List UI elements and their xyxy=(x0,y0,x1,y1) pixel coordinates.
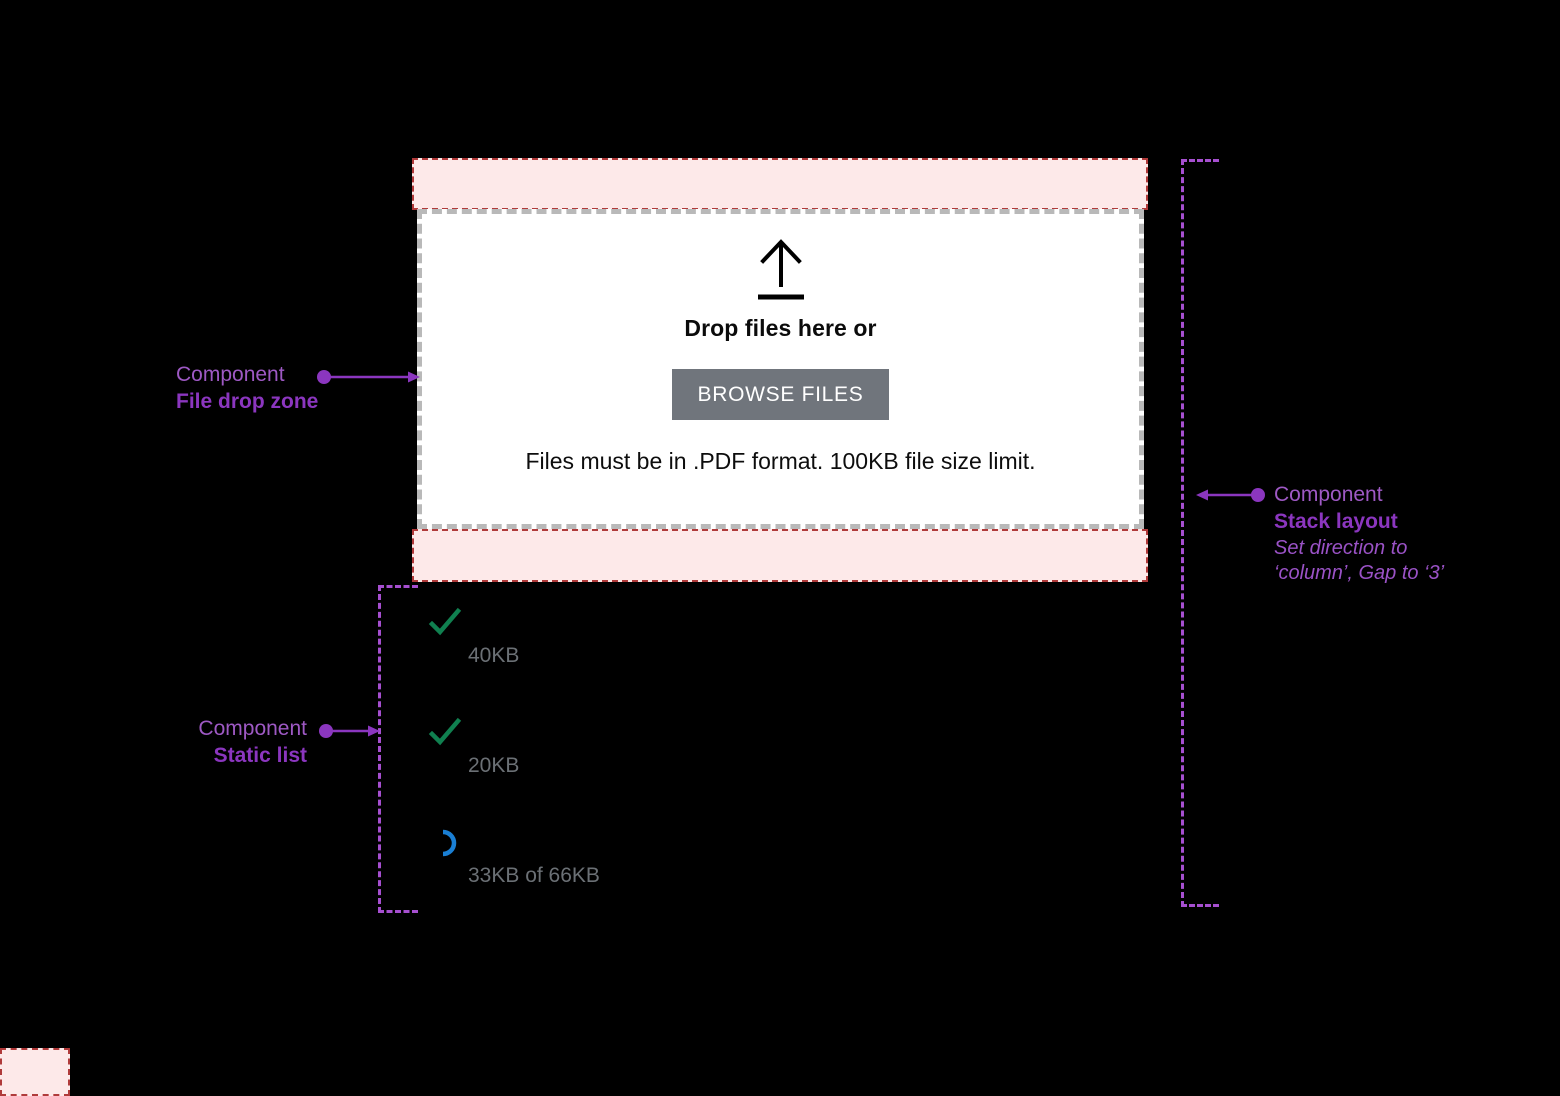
annotation-name: Stack layout xyxy=(1274,509,1398,533)
list-item-size: 33KB of 66KB xyxy=(468,864,600,887)
annotation-file-drop-zone: Component File drop zone xyxy=(176,362,318,416)
annotation-note-line-2: ‘column’, Gap to ‘3’ xyxy=(1274,562,1445,585)
annotation-connector-stack-layout xyxy=(1196,488,1265,502)
list-item[interactable]: 20KB xyxy=(424,710,944,820)
annotation-bracket-stack-layout xyxy=(1181,159,1219,907)
list-item-size: 40KB xyxy=(468,644,520,667)
annotation-stack-layout: Component Stack layout Set direction to … xyxy=(1274,482,1444,587)
list-item[interactable]: 40KB xyxy=(424,600,944,710)
annotation-bracket-static-list xyxy=(378,585,418,913)
list-item-size: 20KB xyxy=(468,754,520,777)
annotation-note-line-1: Set direction to xyxy=(1274,536,1408,559)
list-item[interactable]: 33KB of 66KB xyxy=(424,820,944,930)
browse-files-button[interactable]: BROWSE FILES xyxy=(671,369,890,420)
upload-arrow-icon xyxy=(757,239,804,300)
check-icon xyxy=(428,717,462,746)
annotation-kind: Component xyxy=(176,363,285,386)
spacing-block-bottom xyxy=(412,529,1148,582)
file-drop-zone[interactable]: Drop files here or BROWSE FILES Files mu… xyxy=(417,209,1144,529)
annotation-name: Static list xyxy=(213,743,307,767)
annotation-connector-drop-zone xyxy=(317,370,420,384)
annotation-static-list: Component Static list xyxy=(176,716,307,770)
spacing-legend-swatch xyxy=(0,1048,70,1096)
annotation-kind: Component xyxy=(198,717,307,740)
drop-zone-hint: Files must be in .PDF format. 100KB file… xyxy=(525,448,1036,474)
check-icon xyxy=(428,607,462,636)
spacing-block-top xyxy=(412,158,1148,210)
static-list: 40KB 20KB 33KB of 66KB xyxy=(424,600,944,930)
annotation-kind: Component xyxy=(1274,483,1383,506)
annotation-connector-static-list xyxy=(319,724,380,738)
drop-zone-title: Drop files here or xyxy=(684,315,877,341)
annotation-name: File drop zone xyxy=(176,389,319,413)
spinner-icon xyxy=(442,829,457,857)
